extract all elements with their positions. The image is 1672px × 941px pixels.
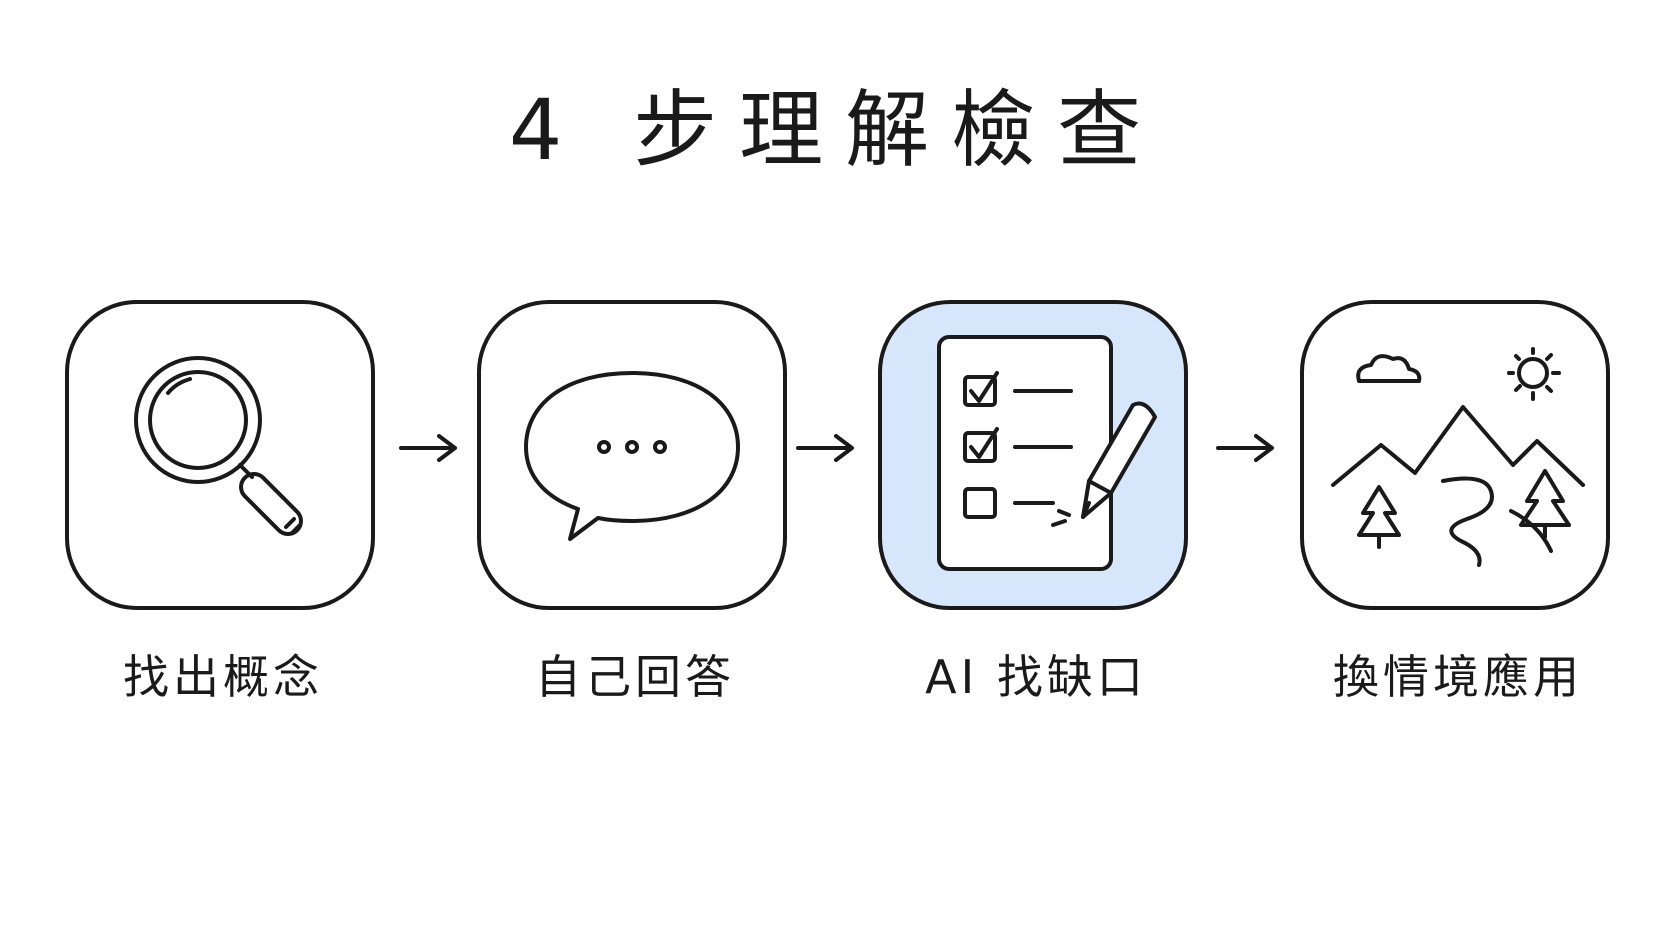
- step-label: AI 找缺口: [925, 650, 1147, 704]
- step-label: 自己回答: [535, 650, 735, 704]
- landscape-icon: [1331, 347, 1585, 567]
- checklist-pencil-icon: [937, 335, 1157, 571]
- arrow-right-icon: [399, 434, 457, 462]
- step-answer-yourself: 自己回答: [477, 300, 793, 703]
- page-title: 4 步理解檢查: [508, 81, 1164, 179]
- arrow-right-icon: [796, 434, 854, 462]
- magnifying-glass-icon: [134, 356, 303, 536]
- step-card: [477, 300, 787, 610]
- arrow-right-icon: [1216, 434, 1274, 462]
- step-label: 找出概念: [123, 650, 323, 704]
- step-label: 換情境應用: [1333, 650, 1583, 704]
- speech-bubble-icon: [524, 371, 740, 541]
- step-find-concept: 找出概念: [65, 300, 381, 703]
- step-card-highlighted: [878, 300, 1188, 610]
- step-card: [65, 300, 375, 610]
- step-card: [1300, 300, 1610, 610]
- step-apply-new-context: 換情境應用: [1300, 300, 1616, 703]
- step-ai-find-gaps: AI 找缺口: [878, 300, 1194, 703]
